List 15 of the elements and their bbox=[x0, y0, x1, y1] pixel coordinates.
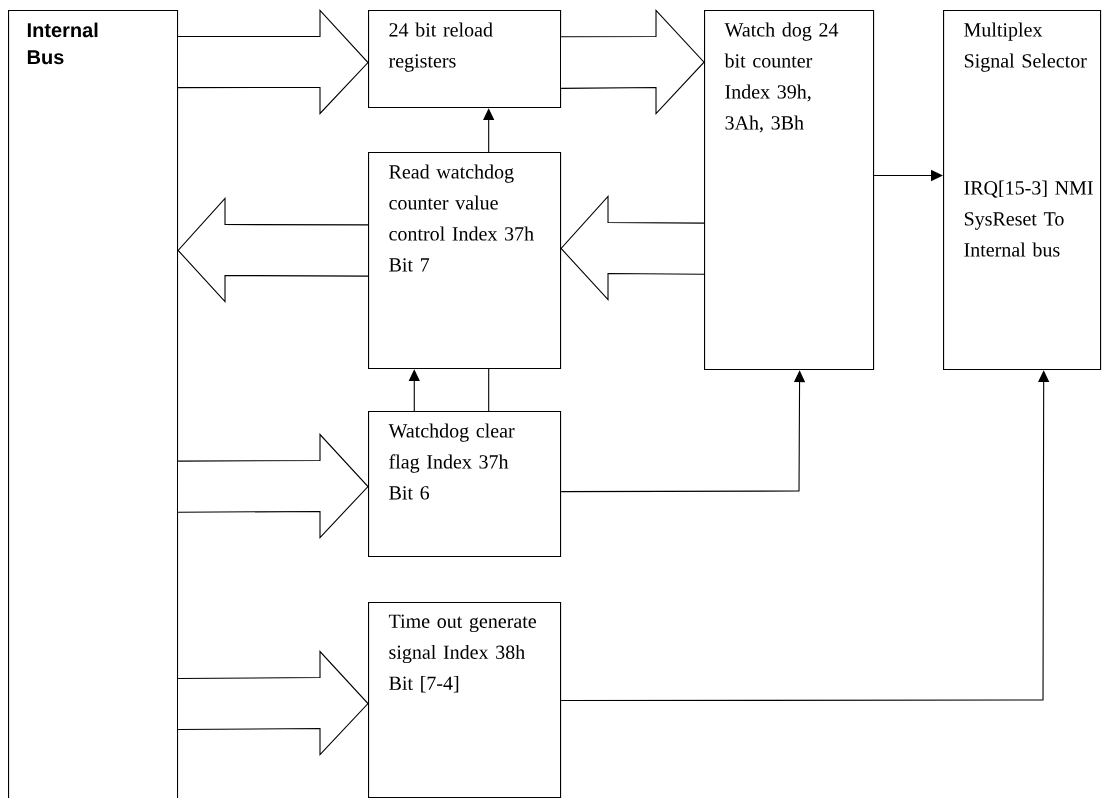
block-box: Time out generate signal Index 38h Bit [7-4] bbox=[368, 602, 562, 798]
block-arrow bbox=[177, 433, 369, 539]
block-arrow bbox=[177, 9, 369, 115]
block-box: Multiplex Signal Selector IRQ[15-3] NMI SysReset To Internal bus bbox=[943, 10, 1102, 371]
block-arrow bbox=[177, 650, 369, 756]
arrow bbox=[408, 369, 420, 412]
block-arrow bbox=[177, 197, 369, 303]
block-arrow bbox=[560, 195, 705, 301]
bus-block: Internal Bus bbox=[8, 10, 179, 798]
block-box: Watch dog 24 bit counter Index 39h, 3Ah, 3Bh bbox=[704, 10, 875, 371]
block-box: 24 bit reload registers bbox=[368, 10, 562, 109]
block-box: Watchdog clear flag Index 37h Bit 6 bbox=[368, 411, 562, 558]
arrow bbox=[483, 108, 495, 153]
block-arrow bbox=[560, 9, 705, 115]
block-box: Read watchdog counter value control Index 37h Bit 7 bbox=[368, 152, 562, 370]
